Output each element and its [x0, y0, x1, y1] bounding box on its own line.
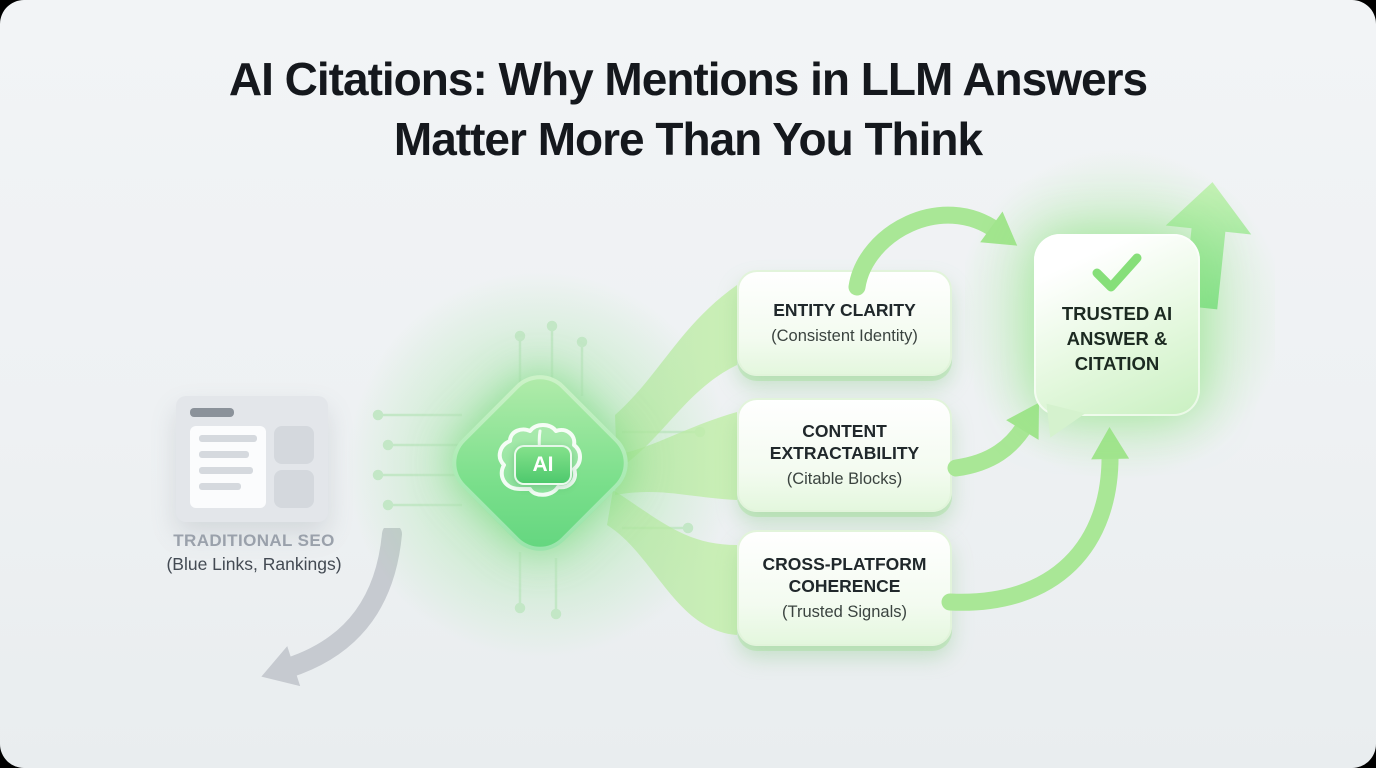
title-line-2: Matter More Than You Think	[393, 112, 983, 165]
ribbon-middle	[615, 412, 737, 500]
arrow-bottom-icon	[941, 427, 1130, 611]
factor-card-content-extractability: CONTENT EXTRACTABILITY (Citable Blocks)	[737, 398, 952, 512]
factor-subtitle: (Citable Blocks)	[786, 469, 903, 488]
factor-card-entity-clarity: ENTITY CLARITY (Consistent Identity)	[737, 270, 952, 376]
checkmark-icon	[1092, 253, 1142, 292]
factor-subtitle: (Trusted Signals)	[781, 602, 907, 621]
factor-subtitle: (Consistent Identity)	[771, 326, 918, 345]
traditional-seo-sublabel: (Blue Links, Rankings)	[166, 554, 342, 574]
factor-card-cross-platform-coherence: CROSS-PLATFORM COHERENCE (Trusted Signal…	[737, 530, 952, 646]
result-thumbnail	[274, 426, 314, 464]
flow-arrows	[848, 206, 1130, 611]
ribbon-bottom	[607, 490, 737, 635]
ribbon-top	[615, 285, 737, 470]
page-title: AI Citations: Why Mentions in LLM Answer…	[0, 50, 1376, 170]
ai-chip-label: AI	[514, 445, 572, 485]
title-line-1: AI Citations: Why Mentions in LLM Answer…	[228, 53, 1148, 105]
arrow-top-icon	[848, 206, 1018, 296]
ai-chip-icon: AI	[438, 361, 642, 565]
result-line	[199, 483, 241, 490]
factor-title: CONTENT EXTRACTABILITY	[769, 420, 920, 463]
result-line	[199, 451, 249, 458]
traditional-seo-caption: TRADITIONAL SEO (Blue Links, Rankings)	[118, 531, 390, 575]
arrow-middle-icon	[947, 402, 1040, 477]
traditional-seo-label: TRADITIONAL SEO	[173, 531, 335, 550]
result-line	[199, 435, 257, 442]
browser-window-icon	[176, 396, 328, 522]
browser-tab-bar	[190, 408, 234, 417]
result-thumbnail	[274, 470, 314, 508]
connector-ribbons	[607, 285, 737, 635]
factor-title: CROSS-PLATFORM COHERENCE	[762, 553, 927, 596]
chip-inner: AI	[468, 391, 612, 535]
result-line	[199, 467, 253, 474]
factor-title: ENTITY CLARITY	[773, 299, 916, 320]
answer-label: TRUSTED AI ANSWER & CITATION	[1061, 303, 1173, 374]
answer-bubble: TRUSTED AI ANSWER & CITATION	[1034, 234, 1200, 445]
search-results-panel	[190, 426, 266, 508]
